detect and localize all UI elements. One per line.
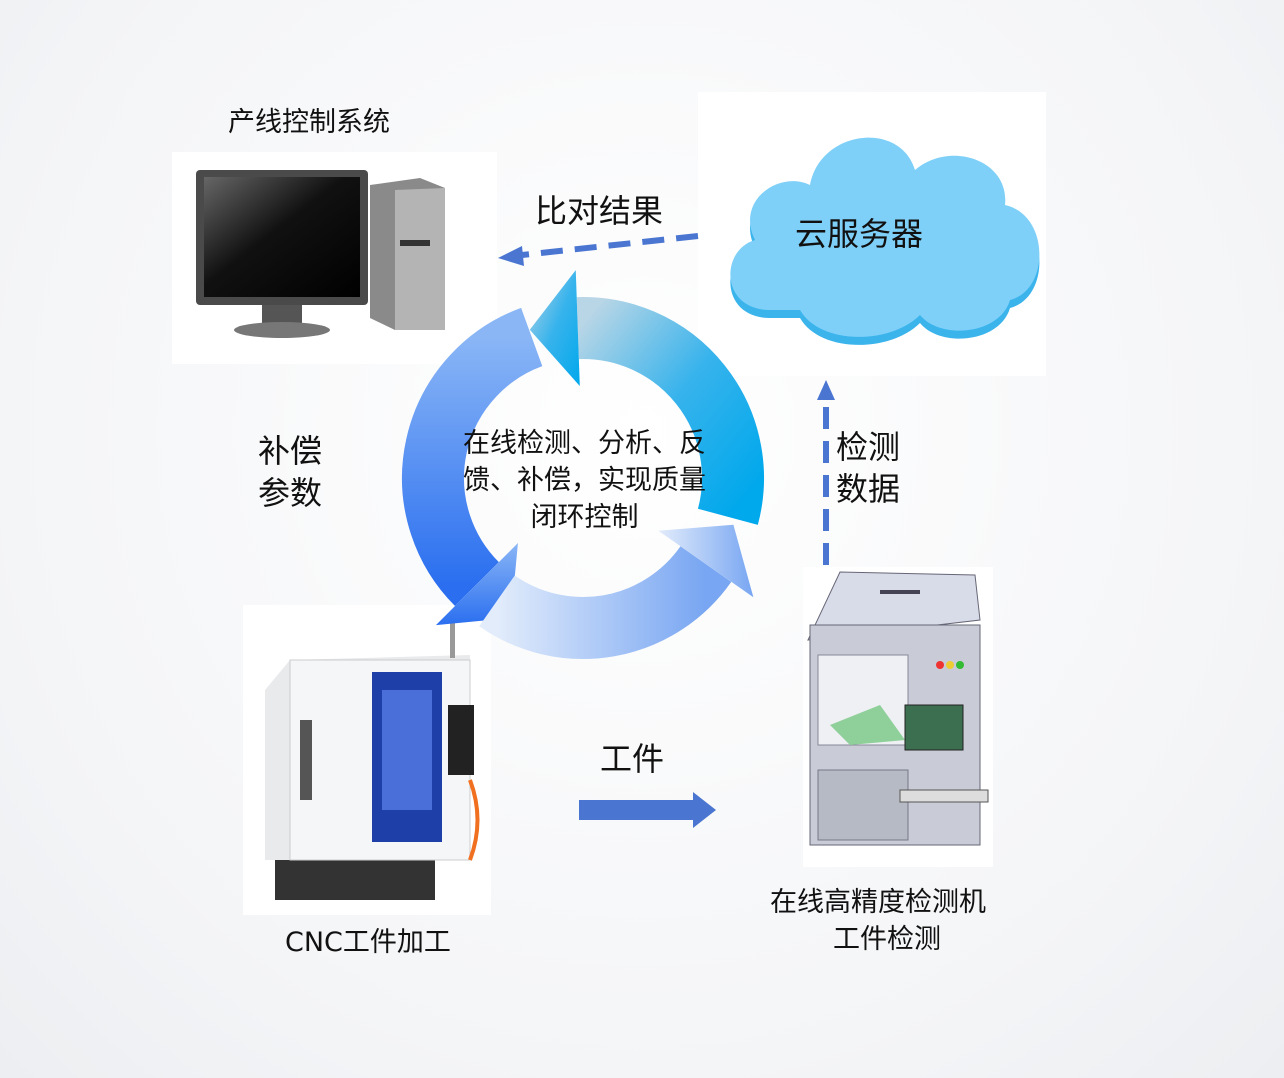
workpiece-arrow [579,792,716,828]
computer-icon [196,170,445,338]
compare-result-arrow [521,233,699,258]
compare-result-label: 比对结果 [535,192,664,230]
cycle-arrow-left [402,307,544,606]
cycle-arrows [402,270,764,659]
detection-data-label-1: 检测 [836,428,901,466]
detection-data-label-2: 数据 [836,470,901,508]
cloud-server-label: 云服务器 [795,215,924,253]
cloud-icon [730,137,1040,345]
compensation-label-2: 参数 [258,474,323,512]
center-description: 在线检测、分析、反馈、补偿，实现质量闭环控制 [463,428,706,533]
cycle-arrow-bottom-head [658,524,754,598]
inspection-machine-label-1: 在线高精度检测机 [770,887,986,918]
control-system-label: 产线控制系统 [228,107,390,138]
cnc-label: CNC工件加工 [285,927,451,958]
compensation-label-1: 补偿 [258,432,323,470]
cnc-machine-icon [265,618,480,900]
compare-result-arrowhead [498,246,524,266]
inspection-machine-label-2: 工件检测 [833,924,941,955]
cycle-arrow-bottom [479,545,732,659]
cycle-arrow-top [576,297,764,525]
inspection-machine-icon [807,571,989,846]
cycle-arrow-top-head [529,270,580,387]
detection-data-arrowhead [817,380,835,400]
workpiece-label: 工件 [600,740,665,778]
